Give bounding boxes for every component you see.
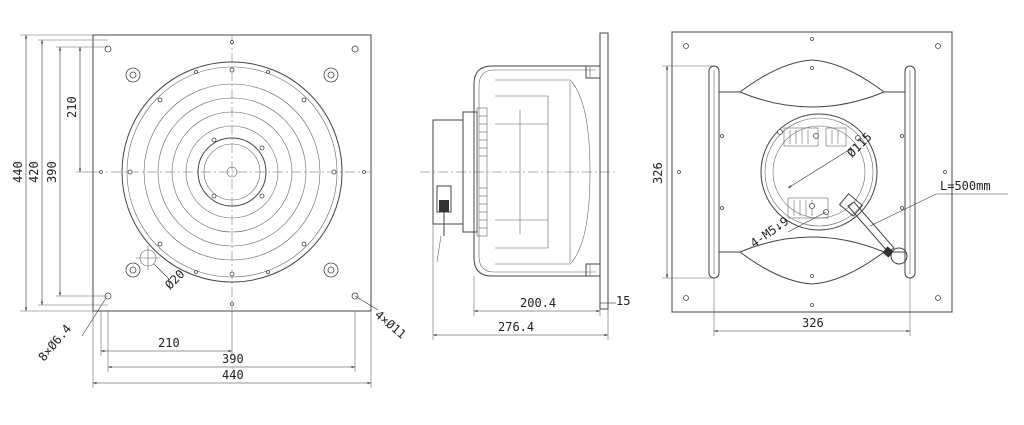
dim-bottom-326: 326: [802, 316, 824, 330]
front-ring-screws: [127, 67, 337, 277]
rear-plate: [671, 31, 953, 313]
front-big-holes: [125, 67, 339, 278]
rear-motor: [760, 113, 878, 231]
dim-depth-200: 200.4: [520, 296, 556, 310]
cable-length-label: L=500mm: [940, 179, 991, 193]
rear-cable: [838, 193, 895, 258]
dim-bottom-440: 440: [222, 368, 244, 382]
dim-left-390: 390: [45, 161, 59, 183]
small-hole-label: 8×Ø6.4: [36, 322, 75, 364]
side-dims: [432, 224, 616, 340]
dim-bottom-210: 210: [158, 336, 180, 350]
rear-dims: [662, 65, 911, 336]
front-hub: [197, 137, 267, 207]
rear-electronics: [777, 127, 861, 219]
dim-bottom-390: 390: [222, 352, 244, 366]
front-left-dims: [20, 34, 108, 312]
rear-slots: [708, 65, 916, 279]
front-view: Ø20 440 420 390 210 8×Ø6.4 4×Ø11: [11, 34, 409, 388]
front-ring-outer: [121, 61, 343, 283]
side-flange: [599, 32, 609, 310]
thread-label: 4-M5↓9: [748, 214, 792, 250]
rear-corner-holes: [677, 37, 947, 307]
rear-bracket-top: [719, 59, 905, 108]
rear-view: Ø115 4-M5↓9 L=500mm 326 326: [651, 31, 1008, 336]
big-hole-label: 4×Ø11: [372, 308, 409, 342]
center-dia-marker: [136, 246, 171, 281]
side-view: 200.4 15 276.4: [420, 32, 630, 340]
dim-left-440: 440: [11, 161, 25, 183]
dim-flange-15: 15: [616, 294, 630, 308]
dim-left-420: 420: [27, 161, 41, 183]
dim-right-326: 326: [651, 162, 665, 184]
rear-bracket-bottom: [719, 236, 905, 285]
side-housing: [473, 65, 600, 277]
dim-left-210: 210: [65, 96, 79, 118]
front-bottom-dims: [92, 311, 372, 388]
dim-total-276: 276.4: [498, 320, 534, 334]
